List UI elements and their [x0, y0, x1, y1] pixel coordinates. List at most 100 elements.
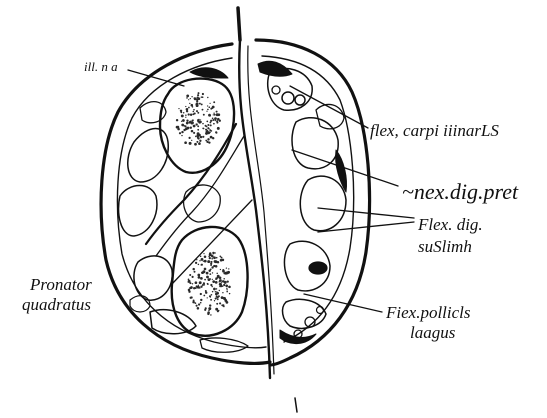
stipple-dot: [198, 121, 201, 124]
stipple-dot: [216, 295, 218, 297]
stipple-dot: [212, 280, 215, 283]
stipple-dot: [180, 110, 182, 112]
stipple-dot: [195, 302, 197, 304]
stipple-dot: [193, 125, 196, 128]
stipple-dot: [209, 257, 211, 259]
stipple-dot: [219, 290, 220, 291]
stipple-dot: [204, 256, 207, 259]
stipple-dot: [216, 132, 218, 134]
stipple-dot: [207, 97, 208, 98]
stipple-dot: [198, 276, 199, 277]
stipple-dot: [208, 128, 209, 129]
stipple-dot: [223, 272, 225, 274]
stipple-dot: [216, 303, 218, 305]
stipple-dot: [200, 293, 202, 295]
stipple-dot: [212, 279, 213, 280]
stipple-dot: [190, 98, 191, 99]
stipple-dot: [184, 125, 186, 127]
stipple-dot: [211, 286, 213, 288]
stipple-dot: [210, 120, 212, 122]
stipple-dot: [202, 127, 204, 129]
stipple-dot: [197, 94, 199, 96]
stipple-dot: [207, 313, 209, 315]
fascia-shade-left-top: [190, 68, 228, 78]
stipple-dot: [206, 276, 209, 279]
stipple-dot: [190, 297, 192, 299]
stipple-dot: [197, 134, 200, 137]
stipple-dot: [202, 270, 205, 273]
stipple-dot: [188, 107, 190, 109]
incision-tail: [295, 398, 297, 412]
stipple-dot: [209, 295, 211, 297]
stipple-dot: [207, 297, 208, 298]
stipple-dot: [186, 95, 189, 98]
stipple-dot: [196, 305, 198, 307]
stipple-dot: [218, 114, 220, 116]
stipple-dot: [194, 271, 196, 273]
stipple-dot: [210, 136, 213, 139]
stipple-dot: [212, 272, 213, 273]
stipple-dot: [195, 104, 196, 105]
stipple-dot: [213, 112, 214, 113]
stipple-dot: [222, 292, 223, 293]
stipple-dot: [209, 304, 211, 306]
stipple-dot: [181, 131, 183, 133]
stipple-dot: [223, 306, 225, 308]
stipple-dot: [210, 261, 212, 263]
stipple-dot: [190, 114, 192, 116]
stipple-dot: [200, 299, 202, 301]
stipple-dot: [213, 253, 214, 254]
stipple-dot: [177, 128, 180, 131]
stipple-dot: [203, 114, 205, 116]
stipple-dot: [217, 299, 219, 301]
fascia-shade-right-low: [280, 330, 316, 344]
stipple-dot: [226, 291, 228, 293]
stipple-dot: [192, 276, 194, 278]
stipple-dot: [213, 101, 215, 103]
stipple-dot: [216, 288, 218, 290]
stipple-dot: [194, 97, 197, 100]
stipple-dot: [200, 302, 202, 304]
stipple-dot: [206, 111, 207, 112]
stipple-dot: [216, 273, 217, 274]
stipple-dot: [198, 92, 200, 94]
radius-bone: [172, 227, 248, 336]
stipple-dot: [206, 121, 208, 123]
stipple-dot: [193, 111, 195, 113]
stipple-dot: [219, 120, 221, 122]
stipple-dot: [200, 277, 203, 280]
stipple-dot: [209, 273, 211, 275]
stipple-dot: [202, 284, 204, 286]
stipple-dot: [193, 300, 195, 302]
stipple-dot: [201, 96, 203, 98]
leader-flex-dig-sub-a: [318, 208, 414, 218]
stipple-dot: [207, 105, 208, 106]
stipple-dot: [216, 111, 218, 113]
stipple-dot: [184, 141, 187, 144]
fascia-shade-right-top: [258, 61, 292, 76]
stipple-dot: [223, 284, 225, 286]
stipple-dot: [205, 307, 207, 309]
stipple-dot: [205, 140, 207, 142]
stipple-dot: [190, 127, 192, 129]
stipple-dot: [201, 258, 204, 261]
stipple-dot: [196, 123, 197, 124]
label-flex-pollicis-2: laagus: [410, 324, 455, 342]
stipple-dot: [181, 114, 184, 117]
stipple-dot: [208, 106, 210, 108]
stipple-dot: [210, 130, 211, 131]
stipple-dot: [186, 110, 188, 112]
stipple-dot: [217, 275, 220, 278]
label-flex-dig-sub-1: Flex. dig.: [418, 216, 483, 234]
stipple-dot: [188, 289, 190, 291]
stipple-dot: [222, 280, 225, 283]
stipple-dot: [217, 127, 220, 130]
stipple-dot: [198, 264, 200, 266]
muscle-right-3: [300, 176, 346, 231]
stipple-dot: [198, 97, 201, 100]
stipple-dot: [219, 279, 222, 282]
stipple-dot: [194, 143, 197, 146]
stipple-dot: [216, 257, 218, 259]
vessel-ring-3: [272, 86, 280, 94]
